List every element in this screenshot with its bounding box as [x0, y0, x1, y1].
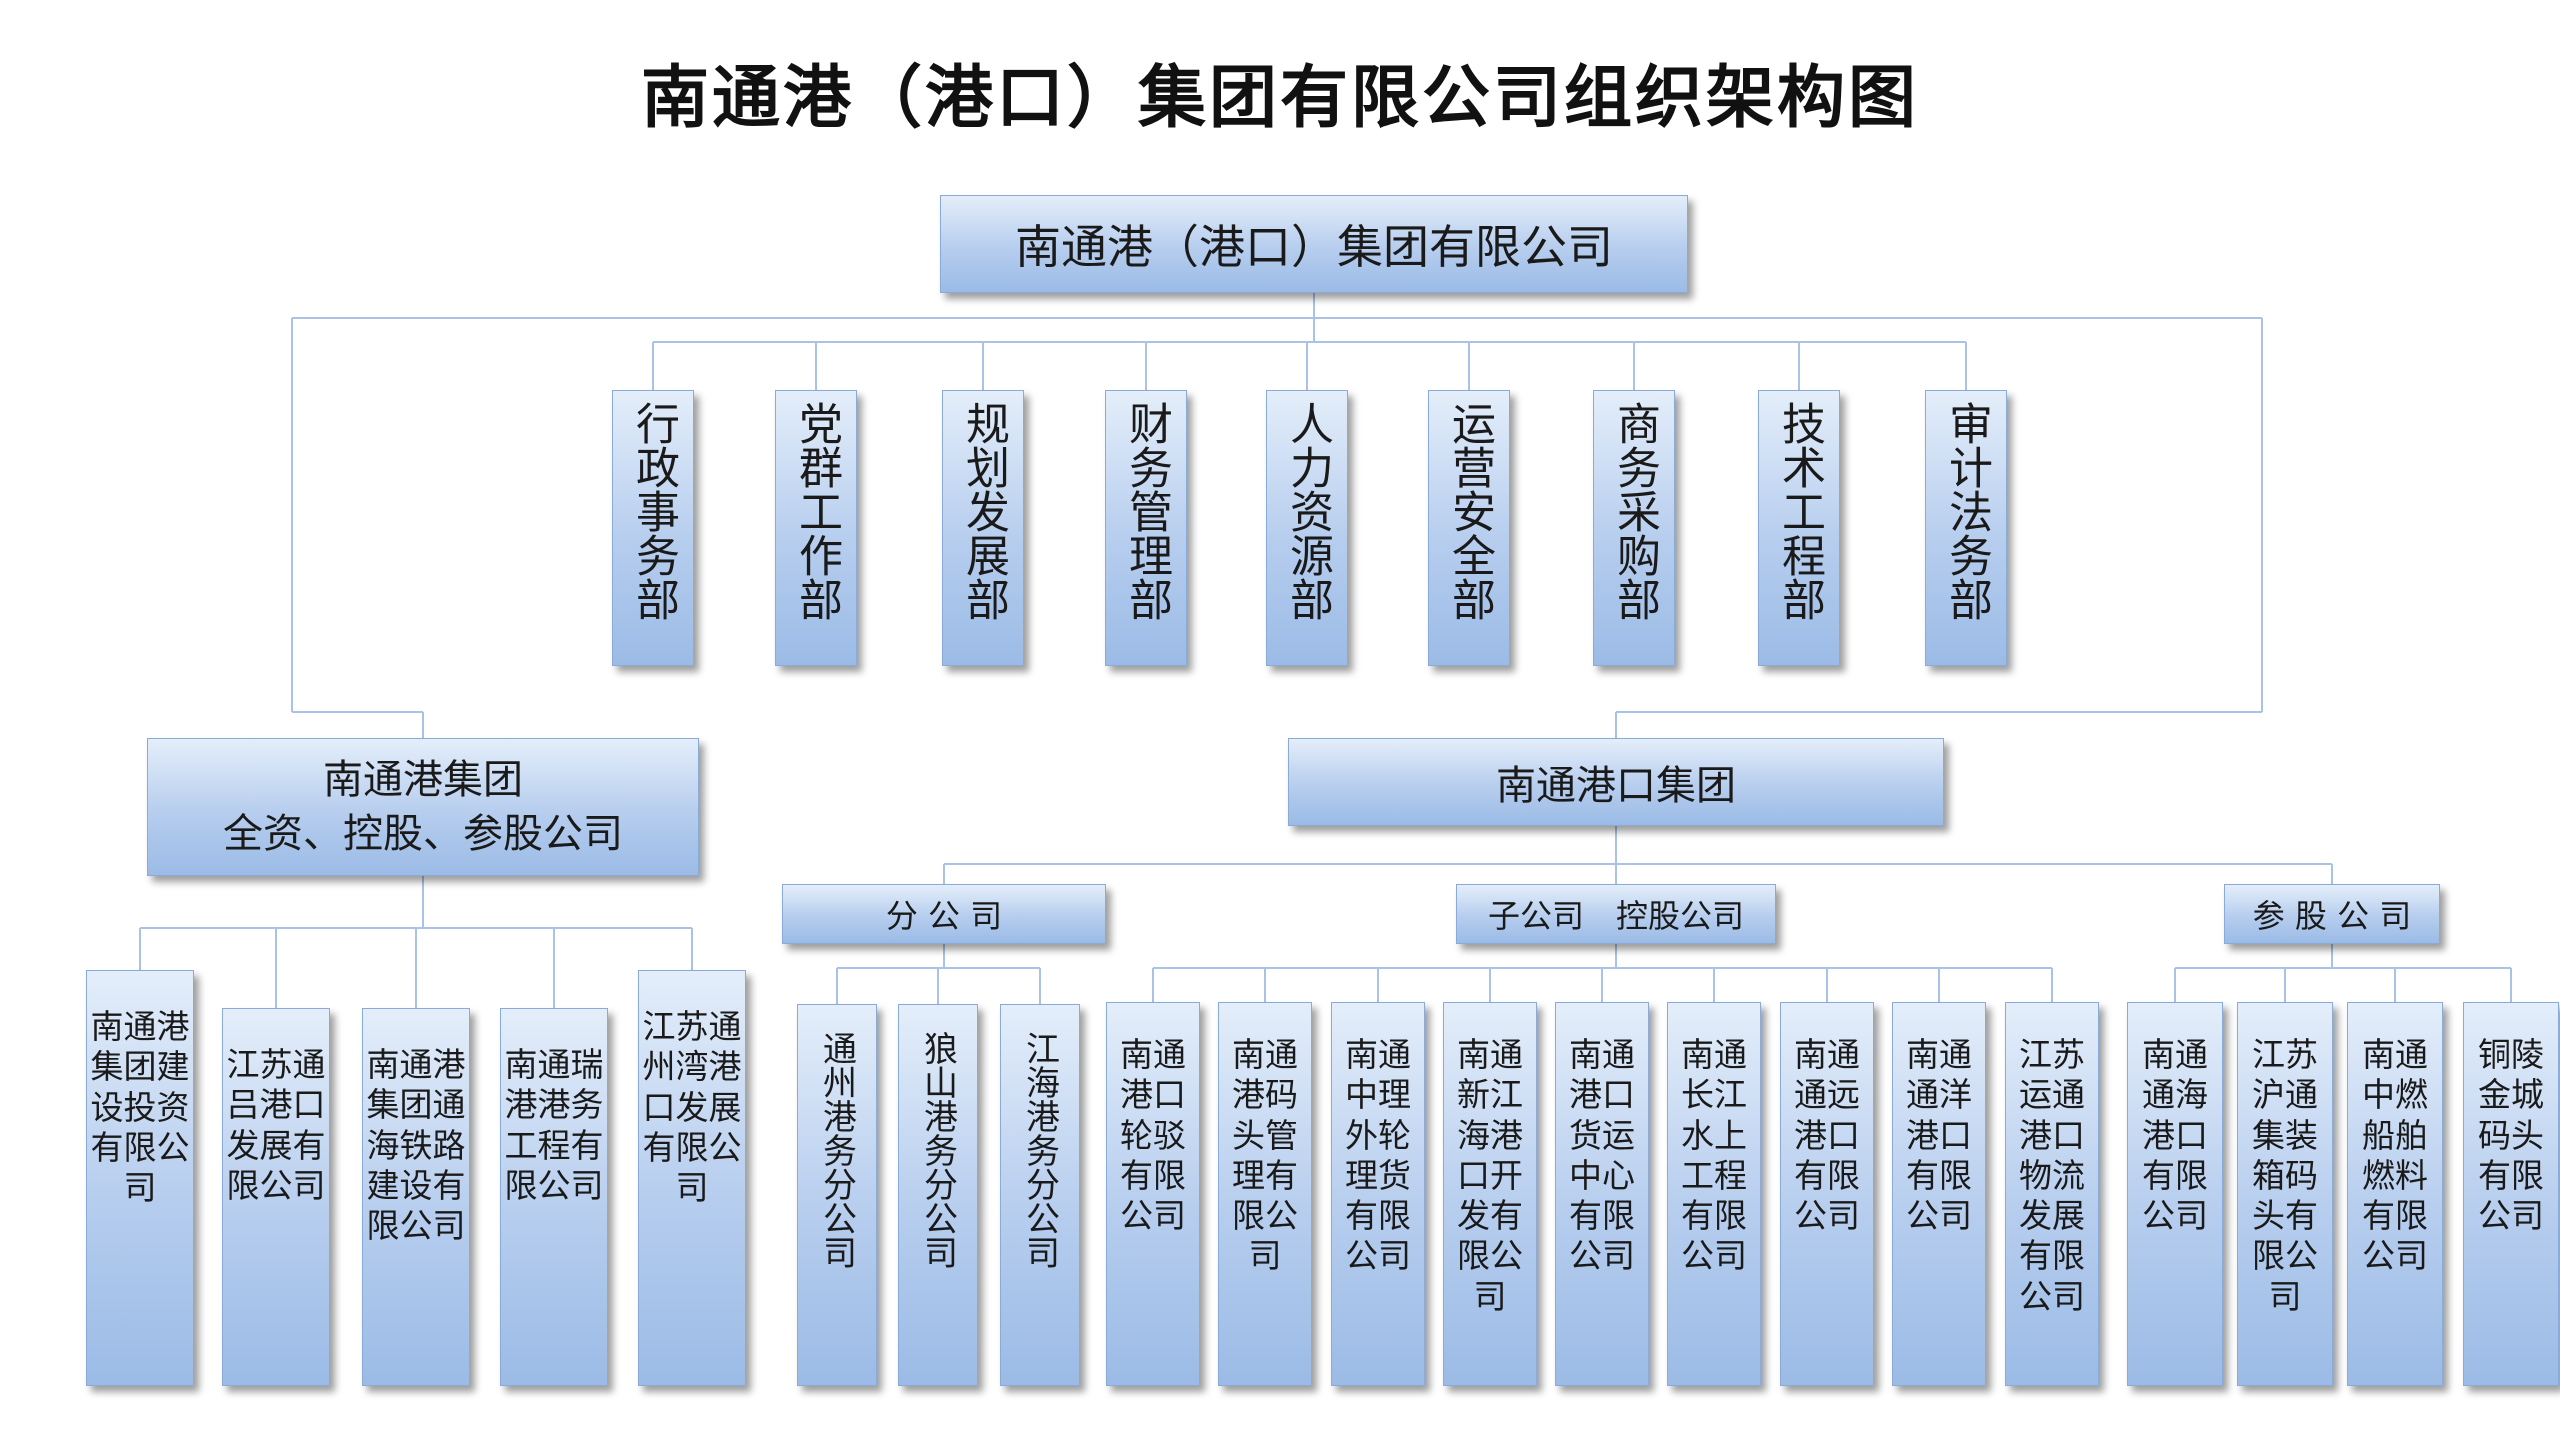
left-company-box-4: 南通瑞港港务工程有限公司 [500, 1008, 608, 1386]
department-box-7: 商务采购部 [1593, 390, 1675, 666]
affiliate-box-2: 江苏沪通集装箱码头有限公司 [2237, 1002, 2333, 1386]
department-box-2-label: 党群工作部 [791, 401, 842, 621]
affiliate-box-3: 南通中燃船舶燃料有限公司 [2347, 1002, 2443, 1386]
branch-box-1: 通州港务分公司 [797, 1004, 877, 1386]
branch-box-3-label: 江海港务分公司 [1019, 1031, 1060, 1269]
right-hub-label: 南通港口集团 [1496, 763, 1736, 809]
left-company-box-3-label: 南通港集团通海铁路建设有限公司 [366, 1045, 466, 1245]
department-box-5-label: 人力资源部 [1282, 401, 1333, 621]
subsidiary-box-8-label: 南通通洋港口有限公司 [1906, 1035, 1972, 1235]
department-box-9: 审计法务部 [1925, 390, 2007, 666]
subsidiary-box-7-label: 南通通远港口有限公司 [1794, 1035, 1860, 1235]
subsidiary-box-8: 南通通洋港口有限公司 [1892, 1002, 1986, 1386]
nantong-port-group-box: 南通港集团 全资、控股、参股公司 [147, 738, 699, 876]
left-company-box-2: 江苏通吕港口发展有限公司 [222, 1008, 330, 1386]
department-box-1-label: 行政事务部 [628, 401, 679, 621]
root-company-label: 南通港（港口）集团有限公司 [1015, 220, 1613, 274]
affiliate-box-1: 南通通海港口有限公司 [2127, 1002, 2223, 1386]
subsidiary-box-5-label: 南通港口货运中心有限公司 [1569, 1035, 1635, 1276]
department-box-2: 党群工作部 [775, 390, 857, 666]
department-box-5: 人力资源部 [1266, 390, 1348, 666]
root-company-box: 南通港（港口）集团有限公司 [940, 195, 1688, 293]
department-box-7-label: 商务采购部 [1609, 401, 1660, 621]
subsidiary-category-box: 子公司 控股公司 [1456, 884, 1776, 944]
subsidiary-box-6: 南通长江水上工程有限公司 [1667, 1002, 1761, 1386]
left-company-box-4-label: 南通瑞港港务工程有限公司 [504, 1045, 604, 1205]
branch-category-label: 分 公 司 [885, 897, 1003, 935]
left-hub-line2: 全资、控股、参股公司 [223, 811, 623, 857]
department-box-3: 规划发展部 [942, 390, 1024, 666]
department-box-3-label: 规划发展部 [958, 401, 1009, 621]
subsidiary-box-7: 南通通远港口有限公司 [1780, 1002, 1874, 1386]
department-box-8-label: 技术工程部 [1774, 401, 1825, 621]
subsidiary-box-9: 江苏运通港口物流发展有限公司 [2005, 1002, 2099, 1386]
branch-box-1-label: 通州港务分公司 [816, 1031, 857, 1269]
affiliate-box-1-label: 南通通海港口有限公司 [2142, 1035, 2208, 1235]
affiliate-box-4: 铜陵金城码头有限公司 [2463, 1002, 2559, 1386]
subsidiary-box-1: 南通港口轮驳有限公司 [1106, 1002, 1200, 1386]
department-box-4-label: 财务管理部 [1121, 401, 1172, 621]
subsidiary-box-4: 南通新江海港口开发有限公司 [1443, 1002, 1537, 1386]
subsidiary-category-label: 子公司 控股公司 [1487, 897, 1744, 935]
subsidiary-box-4-label: 南通新江海港口开发有限公司 [1457, 1035, 1523, 1316]
department-box-8: 技术工程部 [1758, 390, 1840, 666]
subsidiary-box-3: 南通中理外轮理货有限公司 [1331, 1002, 1425, 1386]
left-company-box-3: 南通港集团通海铁路建设有限公司 [362, 1008, 470, 1386]
department-box-4: 财务管理部 [1105, 390, 1187, 666]
affiliate-box-2-label: 江苏沪通集装箱码头有限公司 [2252, 1035, 2318, 1316]
department-box-6: 运营安全部 [1428, 390, 1510, 666]
affiliate-category-box: 参 股 公 司 [2224, 884, 2440, 944]
branch-category-box: 分 公 司 [782, 884, 1106, 944]
nantong-port-logistics-group-box: 南通港口集团 [1288, 738, 1944, 826]
chart-title: 南通港（港口）集团有限公司组织架构图 [640, 59, 1919, 138]
branch-box-2: 狼山港务分公司 [898, 1004, 978, 1386]
affiliate-box-3-label: 南通中燃船舶燃料有限公司 [2362, 1035, 2428, 1276]
subsidiary-box-2: 南通港码头管理有限公司 [1218, 1002, 1312, 1386]
left-company-box-1-label: 南通港集团建设投资有限公司 [90, 1007, 190, 1207]
department-box-9-label: 审计法务部 [1941, 401, 1992, 621]
subsidiary-box-3-label: 南通中理外轮理货有限公司 [1345, 1035, 1411, 1276]
left-company-box-2-label: 江苏通吕港口发展有限公司 [226, 1045, 326, 1205]
branch-box-2-label: 狼山港务分公司 [917, 1031, 958, 1269]
left-company-box-5-label: 江苏通州湾港口发展有限公司 [642, 1007, 742, 1207]
affiliate-category-label: 参 股 公 司 [2252, 897, 2412, 935]
department-box-1: 行政事务部 [612, 390, 694, 666]
subsidiary-box-9-label: 江苏运通港口物流发展有限公司 [2019, 1035, 2085, 1316]
subsidiary-box-6-label: 南通长江水上工程有限公司 [1681, 1035, 1747, 1276]
affiliate-box-4-label: 铜陵金城码头有限公司 [2478, 1035, 2544, 1235]
subsidiary-box-5: 南通港口货运中心有限公司 [1555, 1002, 1649, 1386]
left-company-box-1: 南通港集团建设投资有限公司 [86, 970, 194, 1386]
subsidiary-box-1-label: 南通港口轮驳有限公司 [1120, 1035, 1186, 1235]
left-hub-line1: 南通港集团 [323, 757, 523, 803]
left-company-box-5: 江苏通州湾港口发展有限公司 [638, 970, 746, 1386]
branch-box-3: 江海港务分公司 [1000, 1004, 1080, 1386]
department-box-6-label: 运营安全部 [1444, 401, 1495, 621]
subsidiary-box-2-label: 南通港码头管理有限公司 [1232, 1035, 1298, 1276]
